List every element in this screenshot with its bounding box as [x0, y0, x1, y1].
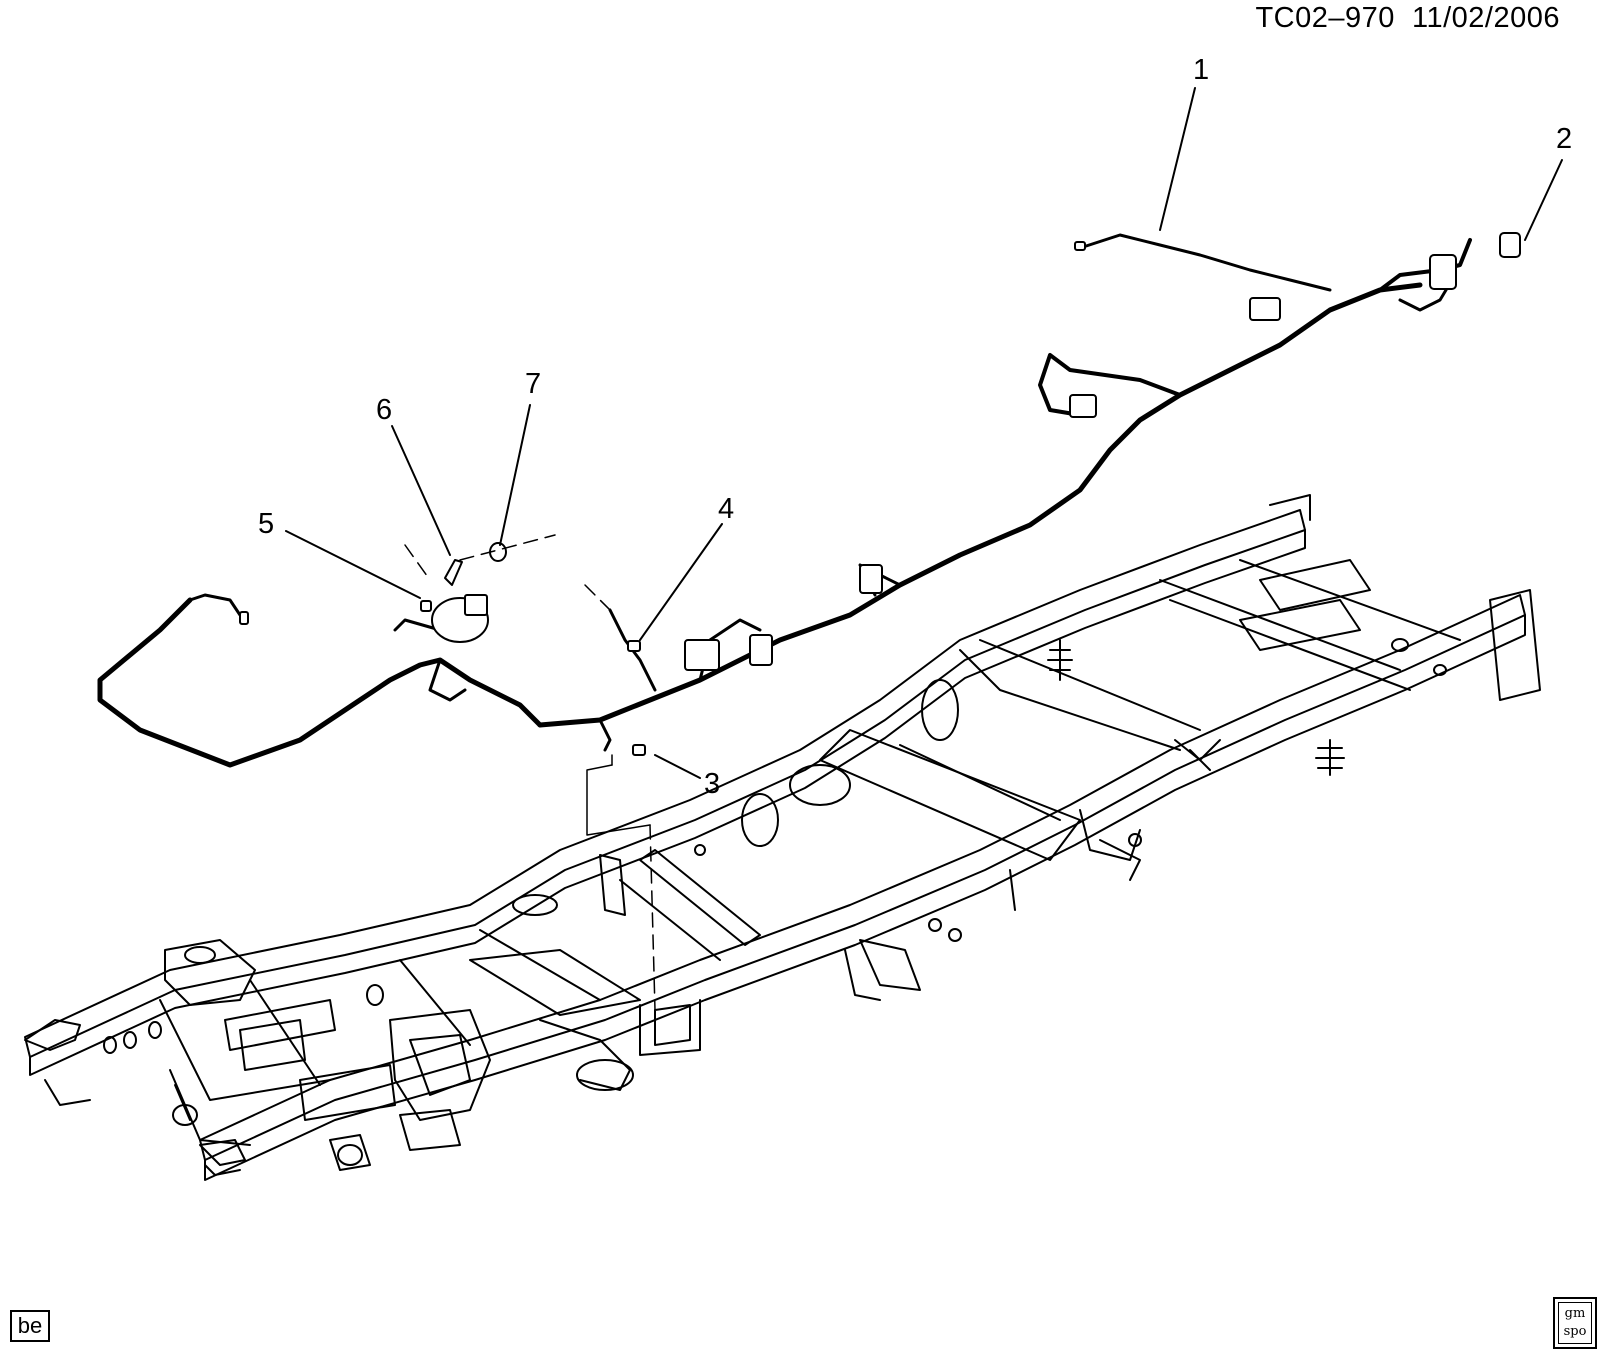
callout-4: 4	[718, 493, 735, 525]
alignment-lines	[404, 534, 656, 1011]
gm-logo-bottom: spo	[1563, 1324, 1587, 1339]
gm-spo-logo: gm spo	[1553, 1297, 1597, 1349]
callout-7: 7	[525, 368, 542, 400]
drawing-date: 11/02/2006	[1412, 2, 1560, 34]
callout-3: 3	[704, 768, 721, 800]
drawing-number: TC02–970	[1255, 2, 1395, 34]
gm-logo-top: gm	[1564, 1306, 1586, 1321]
harness-connectors	[239, 232, 1521, 756]
callout-2: 2	[1556, 123, 1573, 155]
leader-lines	[285, 87, 1563, 779]
callout-1: 1	[1193, 54, 1210, 86]
callout-6: 6	[376, 394, 393, 426]
vehicle-frame	[24, 494, 1541, 1181]
drawing-code: TC02–970 11/02/2006	[1255, 2, 1560, 35]
detail-bracket	[586, 754, 651, 836]
be-badge: be	[10, 1310, 50, 1342]
callout-5: 5	[258, 508, 275, 540]
